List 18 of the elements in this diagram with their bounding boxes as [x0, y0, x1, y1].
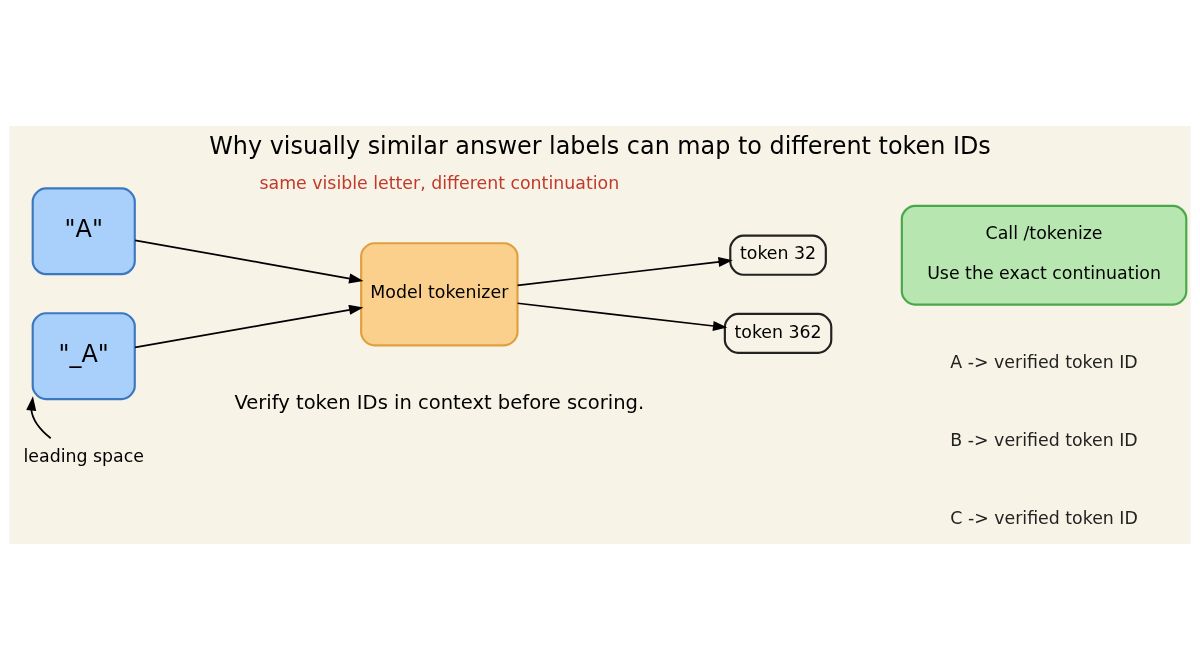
- node-box: Call /tokenize Use the exact continuation: [900, 204, 1188, 306]
- arrow: [516, 302, 728, 331]
- node-box: Model tokenizer: [360, 242, 519, 347]
- arrow: [134, 239, 364, 284]
- arrow: [516, 257, 733, 287]
- arrow: [26, 396, 52, 440]
- label: same visible letter, different continuation: [259, 172, 620, 193]
- node-box: token 362: [723, 312, 833, 354]
- arrow: [134, 304, 364, 349]
- node-box: "A": [31, 187, 136, 276]
- node-text: leading space: [23, 446, 144, 467]
- caption: Verify token IDs in context before scoring.: [234, 390, 645, 414]
- diagram-title: Why visually similar answer labels can map to different token IDs: [209, 131, 991, 160]
- label: A -> verified token ID: [950, 351, 1138, 372]
- node-box: token 32: [729, 234, 827, 276]
- label: B -> verified token ID: [950, 430, 1138, 451]
- node-box: "_A": [31, 312, 136, 401]
- label: C -> verified token ID: [950, 508, 1138, 529]
